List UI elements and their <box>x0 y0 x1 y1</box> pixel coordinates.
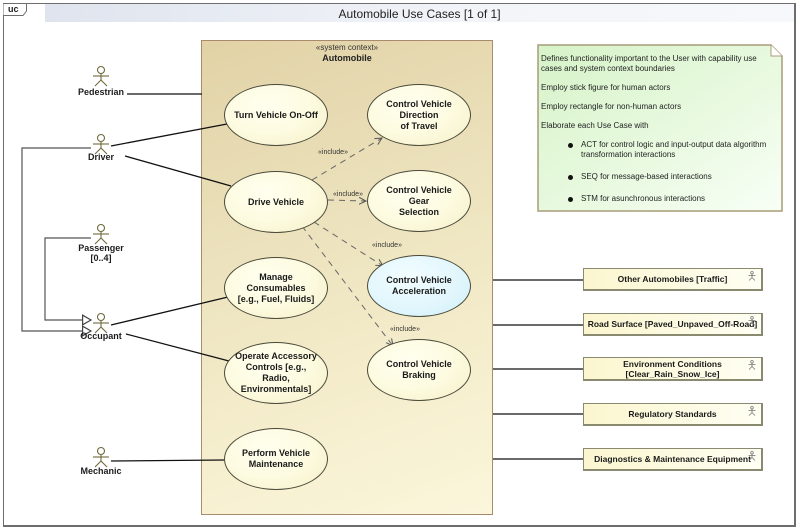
title-bar: Automobile Use Cases [1 of 1] <box>45 4 794 22</box>
note-shape <box>537 44 783 212</box>
external-actor-label: Environment Conditions [Clear_Rain_Snow_… <box>623 358 722 379</box>
usecase-label: Control Vehicle Gear Selection <box>386 184 452 217</box>
actor-icon <box>748 451 756 461</box>
usecase-perform-vehicle-maintenance[interactable]: Perform Vehicle Maintenance <box>224 428 328 490</box>
actor-pedestrian[interactable]: Pedestrian <box>71 87 131 97</box>
frame-kind-tab <box>3 3 27 16</box>
usecase-label: Drive Vehicle <box>247 196 305 207</box>
include-label: «include» <box>390 326 420 333</box>
actor-label: Driver <box>87 152 114 162</box>
actor-passenger[interactable]: Passenger [0..4] <box>71 243 131 263</box>
system-stereotype: «system context» <box>315 43 379 52</box>
usecase-label: Operate Accessory Controls [e.g., Radio,… <box>235 351 317 394</box>
usecase-control-direction[interactable]: Control Vehicle Direction of Travel <box>367 84 471 146</box>
external-actor-regulatory-standards[interactable]: Regulatory Standards <box>583 403 763 426</box>
external-actor-label: Diagnostics & Maintenance Equipment <box>594 454 751 464</box>
passenger-actor-icon[interactable] <box>93 223 109 245</box>
usecase-label: Perform Vehicle Maintenance <box>241 448 311 469</box>
assoc-driver-turn-on-off[interactable] <box>110 123 228 147</box>
actor-mechanic[interactable]: Mechanic <box>71 466 131 476</box>
usecase-label: Turn Vehicle On-Off <box>234 109 318 120</box>
actor-label: Pedestrian <box>77 87 125 97</box>
usecase-control-gear-selection[interactable]: Control Vehicle Gear Selection <box>367 170 471 232</box>
external-actor-label: Road Surface [Paved_Unpaved_Off-Road] <box>587 319 758 329</box>
usecase-drive-vehicle[interactable]: Drive Vehicle <box>224 171 328 233</box>
actor-icon <box>748 316 756 326</box>
note-paragraph: Employ stick figure for human actors <box>541 83 671 92</box>
generalization-driver-occupant[interactable] <box>21 147 93 337</box>
note-paragraph: Defines functionality important to the U… <box>541 54 757 73</box>
actor-icon <box>748 406 756 416</box>
external-actor-label: Regulatory Standards <box>628 409 717 419</box>
include-braking[interactable] <box>301 225 393 346</box>
actor-label: Occupant <box>80 331 122 341</box>
usecase-label: Control Vehicle Braking <box>386 359 452 380</box>
include-gear[interactable] <box>327 200 366 201</box>
driver-actor-icon[interactable] <box>93 133 109 155</box>
usecase-operate-accessory-controls[interactable]: Operate Accessory Controls [e.g., Radio,… <box>224 342 328 404</box>
note-bullet-list: ACT for control logic and input-output d… <box>541 140 776 204</box>
actor-driver[interactable]: Driver <box>71 152 131 162</box>
occupant-actor-icon[interactable] <box>93 312 109 334</box>
usecase-control-braking[interactable]: Control Vehicle Braking <box>367 339 471 401</box>
diagram-title: Automobile Use Cases [1 of 1] <box>338 7 501 21</box>
usecase-turn-vehicle-on-off[interactable]: Turn Vehicle On-Off <box>224 84 328 146</box>
mechanic-actor-icon[interactable] <box>93 446 109 468</box>
assoc-driver-drive-vehicle[interactable] <box>124 155 232 187</box>
external-actor-label: Other Automobiles [Traffic] <box>617 274 728 284</box>
assoc-occupant-operate-accessory[interactable] <box>125 333 230 362</box>
include-direction[interactable] <box>311 138 382 181</box>
note-text: Defines functionality important to the U… <box>541 54 776 216</box>
pedestrian-actor-icon[interactable] <box>93 65 109 87</box>
comment-note[interactable]: Defines functionality important to the U… <box>537 44 783 212</box>
actor-label: Passenger [0..4] <box>78 243 124 263</box>
include-label: «include» <box>333 191 363 198</box>
assoc-mechanic-maintenance[interactable] <box>110 459 225 462</box>
external-actor-environment-conditions[interactable]: Environment Conditions [Clear_Rain_Snow_… <box>583 357 763 381</box>
actor-label: Mechanic <box>80 466 122 476</box>
note-paragraph: Elaborate each Use Case with <box>541 121 649 130</box>
generalization-passenger-occupant[interactable] <box>44 237 93 326</box>
include-label: «include» <box>318 149 348 156</box>
external-actor-road-surface[interactable]: Road Surface [Paved_Unpaved_Off-Road] <box>583 313 763 336</box>
note-bullet: SEQ for message-based interactions <box>541 172 776 182</box>
actor-occupant[interactable]: Occupant <box>71 331 131 341</box>
external-actor-diagnostics-equipment[interactable]: Diagnostics & Maintenance Equipment <box>583 448 763 471</box>
include-label: «include» <box>372 242 402 249</box>
note-paragraph: Employ rectangle for non-human actors <box>541 102 682 111</box>
actor-icon <box>748 360 756 370</box>
frame-kind-label: uc <box>8 4 19 14</box>
note-bullet: ACT for control logic and input-output d… <box>541 140 776 160</box>
usecase-label: Control Vehicle Acceleration <box>386 275 452 296</box>
usecase-label: Manage Consumables [e.g., Fuel, Fluids] <box>237 271 315 304</box>
usecase-control-acceleration[interactable]: Control Vehicle Acceleration <box>367 255 471 317</box>
external-actor-other-automobiles[interactable]: Other Automobiles [Traffic] <box>583 268 763 291</box>
assoc-occupant-manage-consumables[interactable] <box>110 296 229 326</box>
note-bullet: STM for asunchronous interactions <box>541 194 776 204</box>
system-name: Automobile <box>322 53 372 63</box>
usecase-label: Control Vehicle Direction of Travel <box>386 98 452 131</box>
usecase-manage-consumables[interactable]: Manage Consumables [e.g., Fuel, Fluids] <box>224 257 328 319</box>
include-acceleration[interactable] <box>313 221 383 266</box>
actor-icon <box>748 271 756 281</box>
